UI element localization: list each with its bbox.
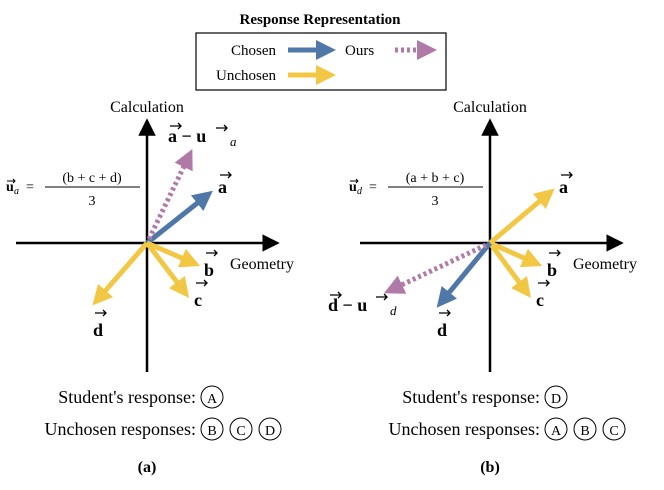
- student-response-row: Student's response: A: [58, 385, 224, 409]
- unchosen-responses-row: Unchosen responses: A B C: [389, 417, 626, 441]
- svg-text:b: b: [204, 260, 214, 280]
- svg-text:=: =: [26, 180, 34, 195]
- vec-label-b: b: [547, 249, 561, 280]
- svg-text:Student's response:: Student's response:: [58, 387, 196, 407]
- unchosen-responses-row: Unchosen responses: B C D: [45, 417, 282, 441]
- svg-text:C: C: [609, 424, 618, 439]
- svg-text:u: u: [6, 180, 14, 195]
- student-response-row: Student's response: D: [402, 385, 568, 409]
- legend-title: Response Representation: [240, 12, 402, 28]
- svg-text:Student's response:: Student's response:: [402, 387, 540, 407]
- vec-label-c: c: [536, 279, 550, 310]
- svg-text:3: 3: [89, 194, 96, 209]
- svg-text:a: a: [230, 134, 237, 149]
- svg-text:3: 3: [432, 194, 439, 209]
- svg-text:d: d: [357, 186, 363, 197]
- svg-text:D: D: [265, 424, 275, 439]
- vec-label-d: d: [437, 309, 451, 340]
- vector-b-unchosen: [146, 240, 201, 268]
- vec-label-c: c: [194, 279, 208, 310]
- vec-label-b: b: [204, 249, 218, 280]
- panel-a: Calculation Geometry a b c d a − u a: [6, 99, 294, 476]
- vec-label-d: d: [93, 309, 107, 340]
- vector-d-unchosen: [92, 241, 149, 306]
- svg-text:(b + c + d): (b + c + d): [62, 171, 122, 186]
- svg-text:A: A: [551, 424, 562, 439]
- vector-c-unchosen: [487, 241, 531, 299]
- panel-caption: (b): [480, 459, 500, 476]
- y-axis-label: Calculation: [110, 99, 184, 116]
- svg-text:b: b: [547, 260, 557, 280]
- svg-text:B: B: [580, 424, 589, 439]
- vector-d-chosen: [436, 241, 492, 308]
- svg-text:D: D: [551, 392, 561, 407]
- vec-label-a: a: [218, 171, 232, 197]
- vector-ours: [146, 148, 193, 241]
- svg-text:a: a: [14, 186, 19, 197]
- vector-a-unchosen: [488, 188, 555, 245]
- y-axis-label: Calculation: [453, 99, 527, 116]
- svg-text:Unchosen responses:: Unchosen responses:: [45, 419, 196, 439]
- legend-box: [195, 32, 447, 91]
- legend-unchosen-label: Unchosen: [216, 68, 276, 84]
- svg-text:a: a: [218, 177, 227, 197]
- svg-text:d − u: d − u: [328, 295, 367, 315]
- x-axis-label: Geometry: [573, 256, 637, 273]
- vector-a-chosen: [145, 190, 213, 245]
- svg-text:=: =: [369, 180, 377, 195]
- svg-text:(a + b + c): (a + b + c): [406, 171, 465, 186]
- panel-caption: (a): [138, 459, 157, 476]
- svg-text:a − u: a − u: [168, 126, 206, 146]
- svg-text:A: A: [207, 392, 218, 407]
- svg-text:d: d: [390, 303, 397, 318]
- vector-c-unchosen: [145, 241, 190, 298]
- svg-text:c: c: [194, 290, 202, 310]
- legend-chosen-label: Chosen: [231, 43, 277, 59]
- x-axis-label: Geometry: [230, 256, 294, 273]
- formula: u a = (b + c + d) 3: [6, 171, 140, 209]
- svg-text:d: d: [93, 320, 103, 340]
- legend: Response Representation Chosen Ours Unch…: [195, 12, 447, 91]
- vec-label-a: a: [559, 171, 573, 197]
- svg-text:c: c: [536, 290, 544, 310]
- vector-ours: [383, 242, 488, 294]
- ours-label: d − u d: [328, 291, 397, 318]
- vector-b-unchosen: [488, 240, 543, 268]
- svg-text:u: u: [349, 180, 357, 195]
- svg-text:B: B: [207, 424, 216, 439]
- svg-text:Unchosen responses:: Unchosen responses:: [389, 419, 540, 439]
- panel-b: Calculation Geometry a b c d d − u d: [328, 99, 637, 476]
- legend-ours-label: Ours: [345, 43, 374, 59]
- svg-text:d: d: [437, 320, 447, 340]
- svg-text:C: C: [236, 424, 245, 439]
- formula: u d = (a + b + c) 3: [349, 171, 483, 209]
- svg-text:a: a: [559, 177, 568, 197]
- ours-label: a − u a: [168, 122, 237, 149]
